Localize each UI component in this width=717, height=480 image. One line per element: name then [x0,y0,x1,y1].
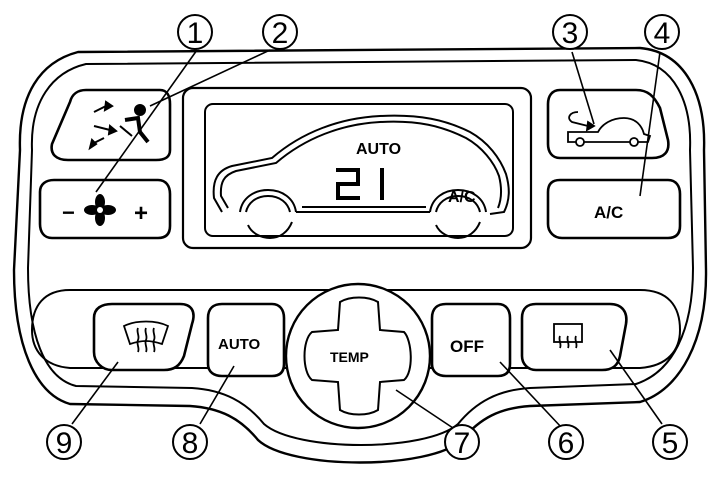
svg-text:6: 6 [558,427,575,460]
windshield-defrost-icon [122,320,170,353]
windshield-defrost-button[interactable] [92,302,195,372]
off-button-label: OFF [450,337,484,356]
temp-dial-label: TEMP [330,349,369,365]
callout-8: 8 [172,424,208,460]
callout-9: 9 [46,424,82,460]
air-distribution-icon [88,100,150,151]
callout-2: 2 [262,14,298,50]
ac-button-label: A/C [594,203,623,222]
display-mode-text: AUTO [356,141,401,158]
panel-housing-inner [26,58,695,446]
lower-button-tray [30,289,682,369]
fan-minus-label[interactable]: − [62,200,75,225]
svg-text:1: 1 [187,17,204,50]
callout-6: 6 [548,424,584,460]
svg-text:9: 9 [56,427,73,460]
recirculation-icon [567,111,652,147]
callout-leader-lines [71,49,663,431]
svg-text:3: 3 [562,17,579,50]
rear-window-defrost-icon [553,323,583,349]
ac-button[interactable] [546,178,682,240]
off-button[interactable] [430,302,512,378]
auto-button[interactable] [206,302,286,378]
auto-button-label: AUTO [218,336,261,353]
svg-text:8: 8 [182,427,199,460]
car-outline-icon [212,114,510,240]
callout-3: 3 [552,14,588,50]
svg-text:5: 5 [662,427,679,460]
callout-4: 4 [644,14,680,50]
rear-defrost-button[interactable] [520,302,628,372]
callout-7: 7 [444,424,480,460]
display-ac-indicator: A/C [448,189,476,206]
fan-plus-label[interactable]: + [134,200,148,227]
callout-1: 1 [177,14,213,50]
display-temperature-digits [336,168,384,200]
svg-text:2: 2 [272,17,289,50]
temp-dial-knob[interactable] [303,296,412,416]
svg-text:4: 4 [654,17,671,50]
fan-icon [84,194,116,226]
air-distribution-button[interactable] [50,88,172,162]
callout-5: 5 [652,424,688,460]
svg-text:7: 7 [454,427,471,460]
